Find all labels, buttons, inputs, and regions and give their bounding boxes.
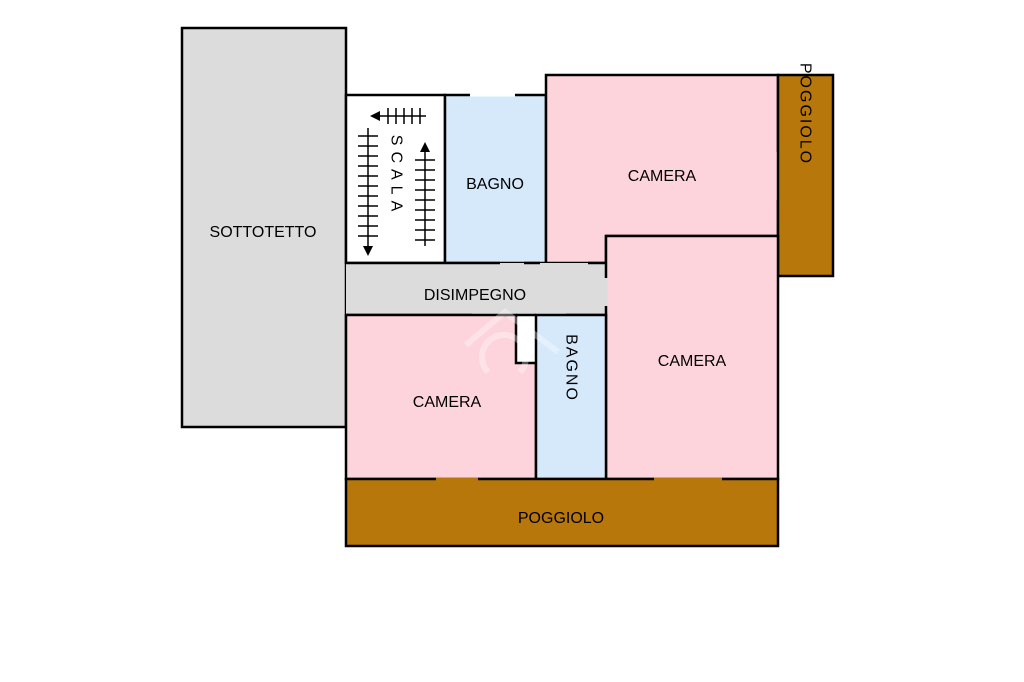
room-label-poggiolo-side: POGGIOLO <box>797 63 814 165</box>
room-poggiolo-side: POGGIOLO <box>776 63 835 278</box>
stairs-icon <box>358 108 435 256</box>
room-label-camera-right: CAMERA <box>658 353 727 370</box>
logo-watermark-icon <box>464 308 560 375</box>
room-label-disimpegno: DISIMPEGNO <box>424 287 526 304</box>
room-label-bagno-vertical: BAGNO <box>563 334 580 402</box>
room-label-camera-bottom: CAMERA <box>413 394 482 411</box>
room-poggiolo-bottom: POGGIOLO <box>344 477 780 548</box>
room-camera-right: CAMERA <box>604 234 780 481</box>
room-label-scala: SCALA <box>388 135 405 217</box>
room-camera-bottom: CAMERA <box>344 313 538 481</box>
room-label-bagno-top: BAGNO <box>466 176 524 193</box>
room-disimpegno: DISIMPEGNO <box>346 261 607 317</box>
room-label-camera-top: CAMERA <box>628 168 697 185</box>
room-bagno-vertical: BAGNO <box>534 313 608 481</box>
room-bagno-top: BAGNO <box>443 93 548 265</box>
room-scala: SCALA <box>344 93 447 265</box>
room-sottotetto: SOTTOTETTO <box>180 26 348 429</box>
room-label-sottotetto: SOTTOTETTO <box>210 224 317 241</box>
room-label-poggiolo-bottom: POGGIOLO <box>518 510 604 527</box>
